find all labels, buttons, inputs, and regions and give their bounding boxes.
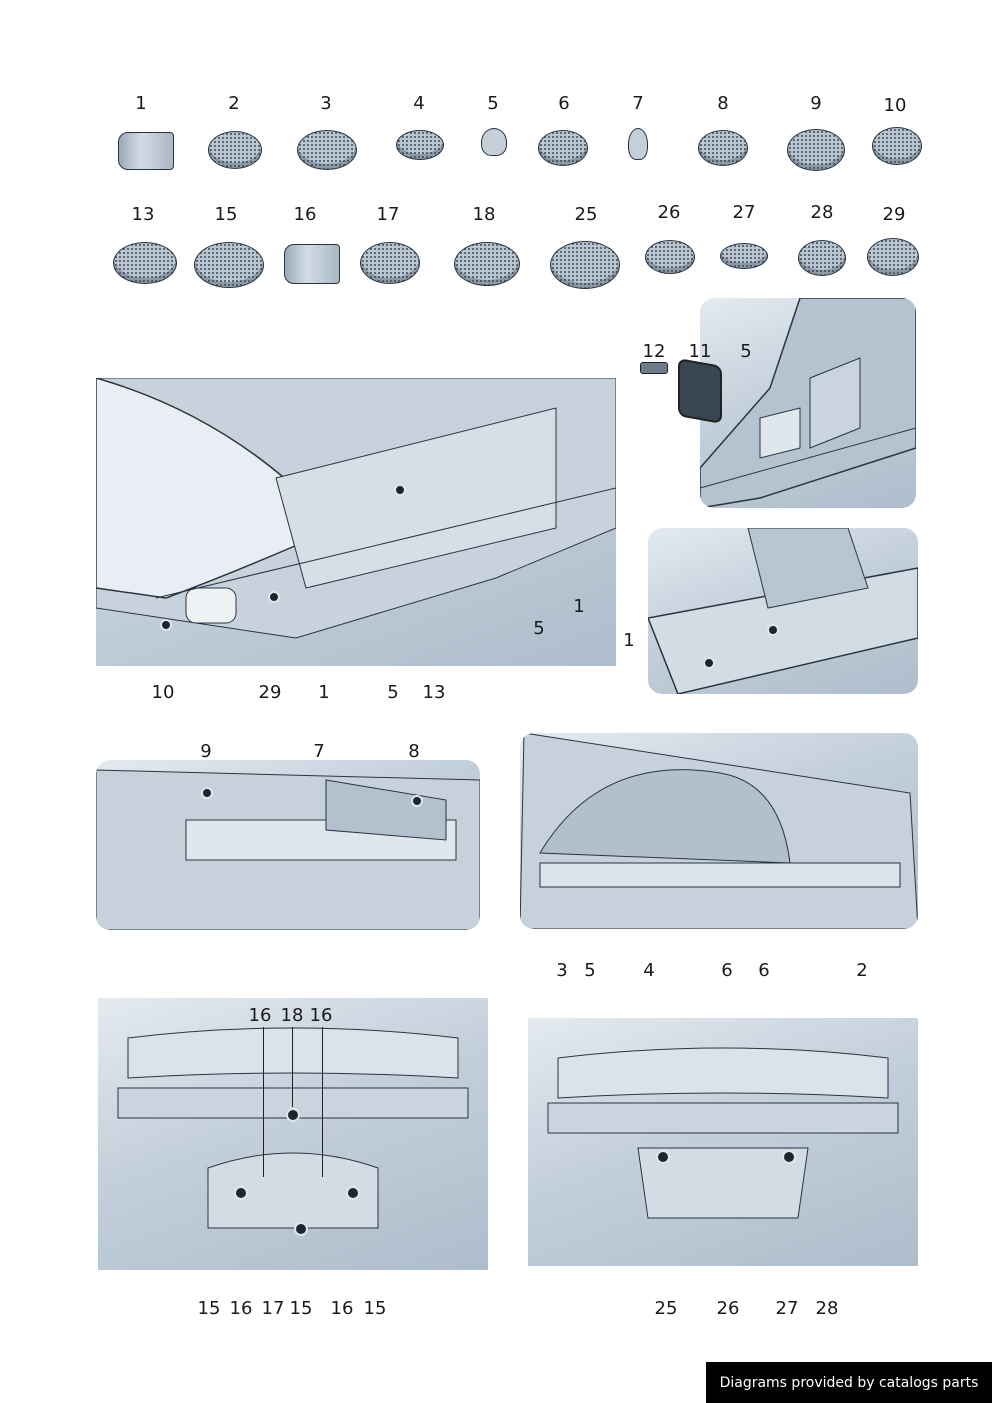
grommet-icon <box>538 130 588 166</box>
callout-label: 16 <box>248 1005 272 1026</box>
callout-label: 11 <box>688 341 712 362</box>
grommet-icon <box>867 238 919 276</box>
grommet-icon <box>297 130 357 170</box>
callout-label: 26 <box>716 1298 740 1319</box>
part-label: 10 <box>883 95 907 116</box>
callout-label: 5 <box>387 682 399 703</box>
screw-icon <box>640 362 668 374</box>
callout-label: 6 <box>758 960 770 981</box>
panel-underbody-front <box>98 998 488 1270</box>
callout-label: 16 <box>309 1005 333 1026</box>
callout-label: 29 <box>258 682 282 703</box>
grommet-icon <box>194 242 264 288</box>
grommet-icon <box>645 240 695 274</box>
callout-label: 18 <box>280 1005 304 1026</box>
part-label: 15 <box>214 204 238 225</box>
body-structure-drawing <box>96 769 480 930</box>
callout-label: 7 <box>313 741 325 762</box>
body-structure-drawing <box>648 528 918 694</box>
grommet-icon <box>113 242 177 284</box>
callout-label: 3 <box>556 960 568 981</box>
part-label: 3 <box>320 93 332 114</box>
callout-label: 25 <box>654 1298 678 1319</box>
plug-clip-icon <box>628 128 648 160</box>
part-label: 16 <box>293 204 317 225</box>
tape-roll-icon <box>284 244 340 284</box>
tape-roll-icon <box>118 132 174 170</box>
part-label: 4 <box>413 93 425 114</box>
body-structure-drawing <box>117 1027 469 1229</box>
grommet-icon <box>720 243 768 269</box>
callout-label: 6 <box>721 960 733 981</box>
callout-label: 5 <box>740 341 752 362</box>
part-label: 1 <box>135 93 147 114</box>
part-label: 9 <box>810 93 822 114</box>
callout-label: 12 <box>642 341 666 362</box>
callout-label: 10 <box>151 682 175 703</box>
body-structure-drawing <box>520 733 918 929</box>
callout-label: 4 <box>643 960 655 981</box>
callout-label: 17 <box>261 1298 285 1319</box>
panel-rear-side-member <box>648 528 918 694</box>
grommet-icon <box>872 127 922 165</box>
part-label: 27 <box>732 202 756 223</box>
callout-label: 9 <box>200 741 212 762</box>
callout-label: 1 <box>318 682 330 703</box>
body-structure-drawing <box>700 298 916 508</box>
panel-door-pillar-detail <box>700 298 916 508</box>
callout-label: 15 <box>289 1298 313 1319</box>
part-label: 13 <box>131 204 155 225</box>
part-label: 17 <box>376 204 400 225</box>
body-structure-drawing <box>547 1047 899 1219</box>
grommet-icon <box>360 242 420 284</box>
callout-label: 2 <box>856 960 868 981</box>
credit-badge: Diagrams provided by catalogs parts <box>706 1362 992 1403</box>
part-label: 29 <box>882 204 906 225</box>
body-structure-drawing <box>96 378 616 639</box>
callout-label: 16 <box>229 1298 253 1319</box>
part-label: 25 <box>574 204 598 225</box>
part-label: 2 <box>228 93 240 114</box>
grommet-icon <box>550 241 620 289</box>
part-label: 8 <box>717 93 729 114</box>
callout-label: 13 <box>422 682 446 703</box>
part-label: 6 <box>558 93 570 114</box>
credit-text: Diagrams provided by catalogs parts <box>719 1374 979 1391</box>
callout-label: 5 <box>584 960 596 981</box>
grommet-icon <box>454 242 520 286</box>
callout-label: 15 <box>363 1298 387 1319</box>
callout-label: 16 <box>330 1298 354 1319</box>
grommet-icon <box>396 130 444 160</box>
part-label: 5 <box>487 93 499 114</box>
callout-label: 28 <box>815 1298 839 1319</box>
part-label: 26 <box>657 202 681 223</box>
grommet-icon <box>698 130 748 166</box>
cover-plate-icon <box>678 358 722 424</box>
callout-label: 1 <box>573 596 585 617</box>
callout-label: 8 <box>408 741 420 762</box>
grommet-icon <box>787 129 845 171</box>
part-label: 7 <box>632 93 644 114</box>
panel-front-luggage-area <box>96 378 616 666</box>
plug-clip-icon <box>481 128 507 156</box>
panel-firewall-left <box>96 760 480 930</box>
panel-firewall-right <box>520 733 918 929</box>
callout-label: 27 <box>775 1298 799 1319</box>
grommet-icon <box>798 240 846 276</box>
panel-underbody-rear <box>528 1018 918 1266</box>
callout-label: 5 <box>533 618 545 639</box>
grommet-icon <box>208 131 262 169</box>
part-label: 18 <box>472 204 496 225</box>
callout-label: 15 <box>197 1298 221 1319</box>
callout-label: 1 <box>623 630 635 651</box>
part-label: 28 <box>810 202 834 223</box>
